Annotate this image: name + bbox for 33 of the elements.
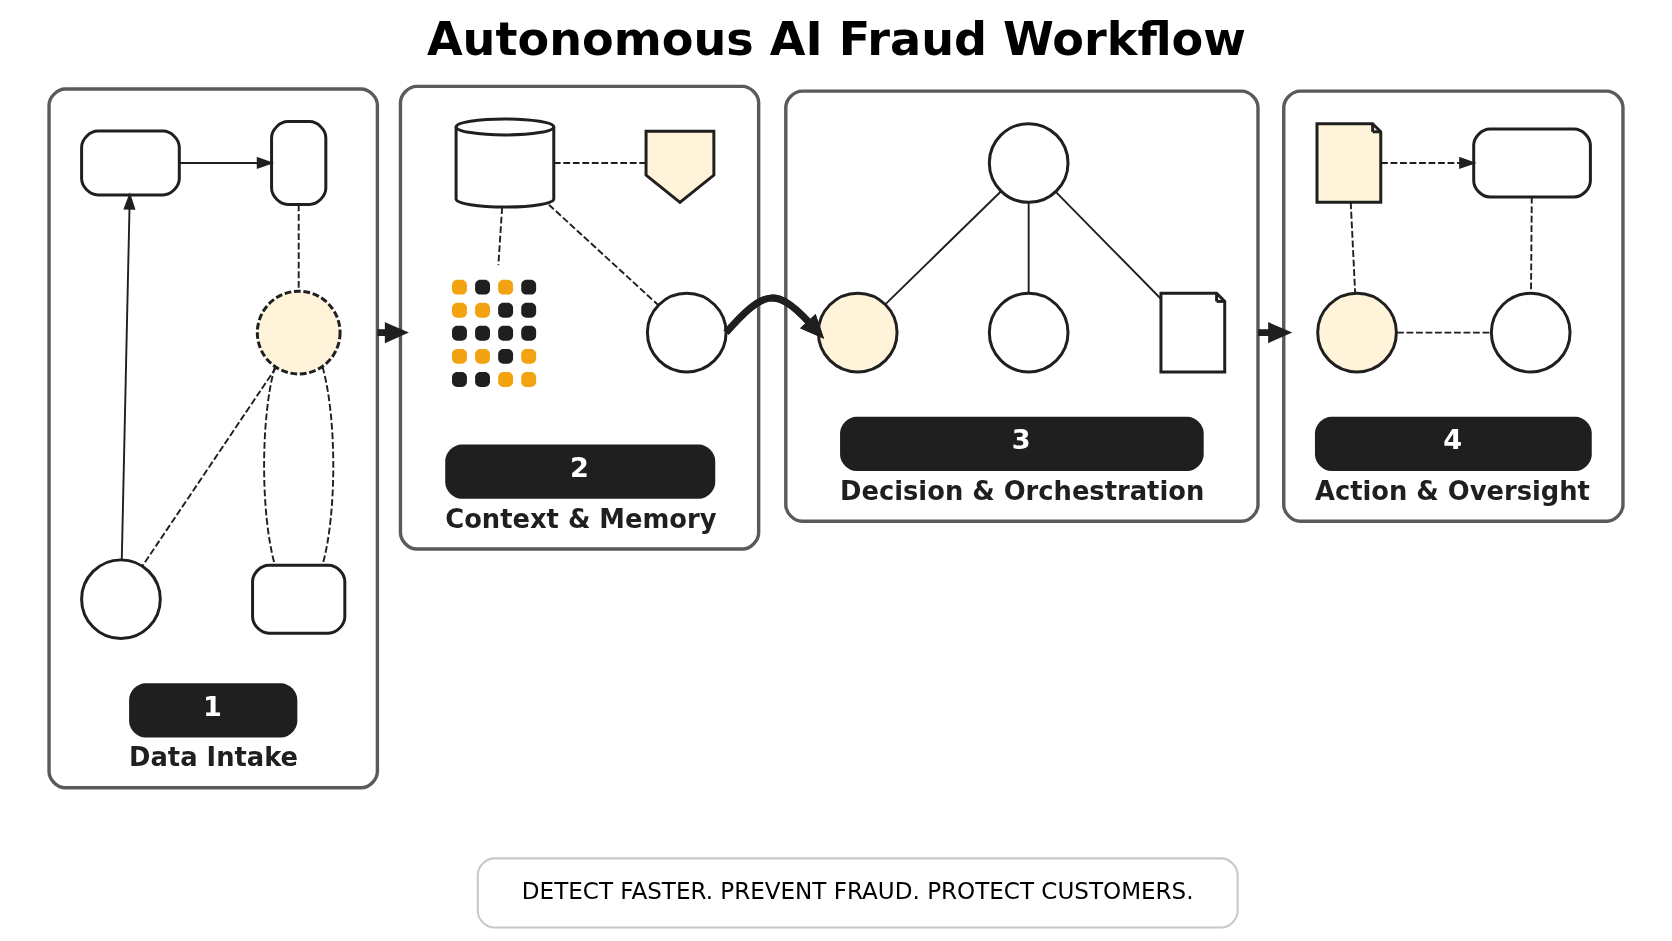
arrow: [723, 294, 825, 339]
diagram-title: Autonomous AI Fraud Workflow: [426, 11, 1246, 66]
connector: [1396, 331, 1492, 334]
connector: [141, 365, 278, 567]
connector: [552, 161, 647, 164]
connector: [1054, 190, 1162, 299]
node-circle: [816, 291, 899, 373]
connector: [884, 190, 1002, 305]
node-box: [251, 563, 347, 635]
node-box: [270, 119, 328, 206]
node-box: DETECT FASTER. PREVENT FRAUD. PROTECT CUSTOMERS.: [476, 856, 1239, 929]
arrow: [1380, 156, 1477, 169]
cluster: 2 Context & Memory: [398, 84, 761, 551]
node-circle: [987, 291, 1070, 373]
cluster: 4 Action & Oversight: [1282, 88, 1625, 523]
node-circle: [255, 289, 342, 375]
node-circle: [80, 557, 162, 640]
node-box: [80, 129, 181, 196]
node-circle: [645, 291, 728, 373]
node-circle: [1489, 291, 1572, 373]
connector: [1027, 201, 1030, 294]
node-circle: [1316, 291, 1398, 373]
connector: [497, 205, 504, 266]
cluster: 3 Decision & Orchestration: [784, 88, 1260, 523]
node-shield: [644, 129, 716, 204]
connector: [548, 203, 660, 306]
arrow: [120, 191, 136, 561]
connector: [1349, 201, 1357, 294]
node-box: [1472, 127, 1592, 198]
node-circle: [987, 121, 1070, 204]
cluster: 1 Data Intake: [47, 86, 380, 789]
arrow: [178, 156, 275, 169]
connector: [263, 365, 276, 566]
